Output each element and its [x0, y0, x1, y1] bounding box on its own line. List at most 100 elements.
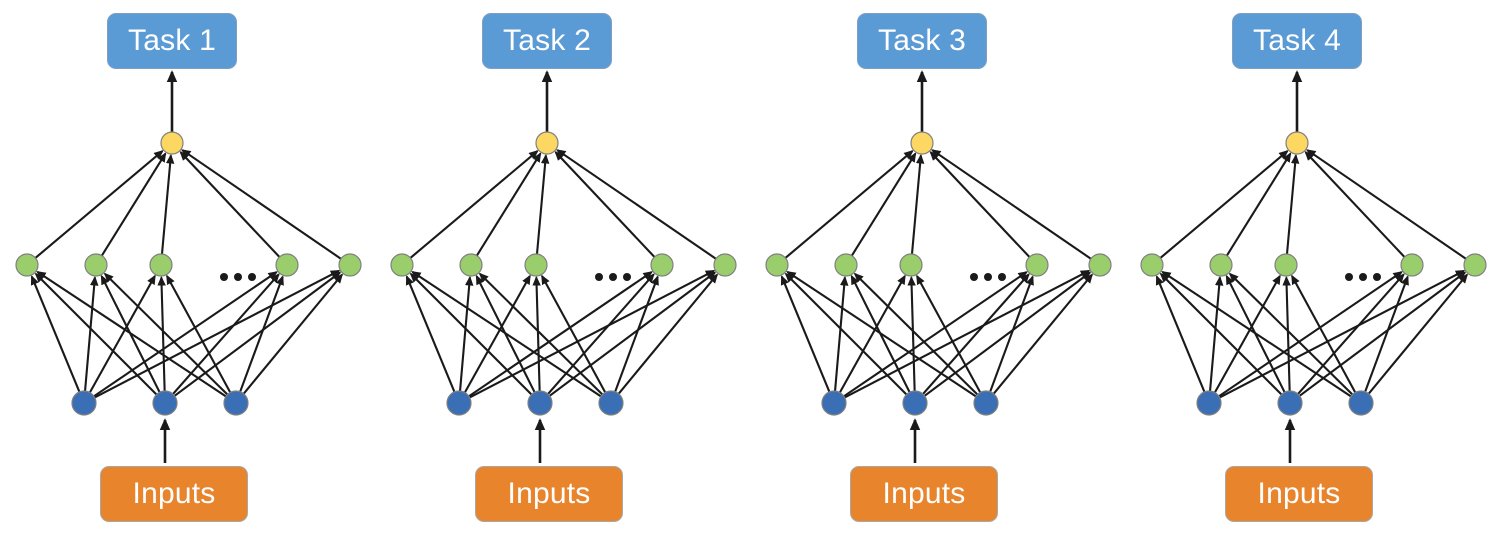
edge-hidden4-output	[1306, 149, 1468, 261]
input-node-2[interactable]	[902, 390, 928, 416]
edge-hidden0-output	[1158, 150, 1289, 260]
edge-input1-hidden4	[923, 271, 1092, 398]
ellipsis-dot-1	[220, 273, 228, 281]
hidden-node-4[interactable]	[275, 253, 299, 277]
edge-hidden0-output	[33, 150, 164, 260]
hidden-node-2[interactable]	[459, 253, 483, 277]
hidden-node-2[interactable]	[1209, 253, 1233, 277]
edge-input2-hidden1	[853, 272, 979, 397]
edge-hidden0-output	[408, 150, 539, 260]
output-node[interactable]	[535, 131, 559, 155]
hidden-node-5[interactable]	[713, 253, 737, 277]
edge-input2-hidden0	[1161, 271, 1353, 398]
hidden-node-1[interactable]	[390, 253, 414, 277]
edge-input0-hidden0	[30, 275, 81, 394]
output-node[interactable]	[1285, 131, 1309, 155]
hidden-node-1[interactable]	[1140, 253, 1164, 277]
input-node-2[interactable]	[1277, 390, 1303, 416]
task-network-panel: Task 3 Inputs	[750, 0, 1125, 538]
ellipsis-dot-1	[1345, 273, 1353, 281]
edge-input2-hidden2	[541, 274, 607, 394]
edge-input1-hidden0	[409, 272, 533, 396]
edge-input1-hidden2	[1282, 275, 1291, 393]
task-output-box[interactable]: Task 2	[482, 13, 612, 69]
edge-input0-hidden0	[405, 275, 456, 394]
edge-input2-hidden0	[36, 271, 228, 398]
hidden-node-2[interactable]	[834, 253, 858, 277]
hidden-node-4[interactable]	[1025, 253, 1049, 277]
edge-input2-hidden4	[617, 273, 719, 396]
hidden-layer-ellipsis	[1345, 273, 1381, 281]
edge-input2-hidden3	[613, 275, 659, 394]
edge-input2-hidden3	[238, 275, 284, 394]
task-network-panel: Task 1 Inputs	[0, 0, 375, 538]
hidden-node-5[interactable]	[338, 253, 362, 277]
inputs-box[interactable]: Inputs	[850, 466, 998, 522]
edge-layer	[1155, 149, 1469, 399]
inputs-box[interactable]: Inputs	[100, 466, 248, 522]
hidden-node-4[interactable]	[1400, 253, 1424, 277]
hidden-node-2[interactable]	[84, 253, 108, 277]
hidden-node-4[interactable]	[650, 253, 674, 277]
input-node-1[interactable]	[821, 390, 847, 416]
edge-hidden4-output	[931, 149, 1093, 261]
hidden-node-5[interactable]	[1463, 253, 1487, 277]
edge-input0-hidden1	[833, 275, 849, 393]
hidden-layer-ellipsis	[220, 273, 256, 281]
input-node-3[interactable]	[973, 390, 999, 416]
edge-layer	[780, 149, 1094, 399]
edge-input0-hidden3	[467, 271, 653, 398]
edge-input1-hidden4	[173, 271, 342, 398]
inputs-box[interactable]: Inputs	[1225, 466, 1373, 522]
hidden-node-1[interactable]	[15, 253, 39, 277]
edge-hidden2-output	[1285, 153, 1300, 256]
input-node-2[interactable]	[152, 390, 178, 416]
edge-input2-hidden2	[1291, 274, 1357, 394]
inputs-box[interactable]: Inputs	[475, 466, 623, 522]
hidden-node-3[interactable]	[524, 253, 548, 277]
input-node-3[interactable]	[598, 390, 624, 416]
edge-input2-hidden1	[103, 272, 229, 397]
edge-layer	[405, 149, 719, 399]
task-output-box[interactable]: Task 1	[107, 13, 237, 69]
input-node-1[interactable]	[71, 390, 97, 416]
hidden-node-3[interactable]	[149, 253, 173, 277]
edge-hidden2-output	[160, 153, 175, 256]
hidden-node-5[interactable]	[1088, 253, 1112, 277]
task-output-box[interactable]: Task 4	[1232, 13, 1362, 69]
input-node-1[interactable]	[1196, 390, 1222, 416]
input-node-2[interactable]	[527, 390, 553, 416]
hidden-node-1[interactable]	[765, 253, 789, 277]
hidden-node-3[interactable]	[899, 253, 923, 277]
node-layer	[15, 131, 362, 416]
ellipsis-dot-3	[998, 273, 1006, 281]
input-node-3[interactable]	[1348, 390, 1374, 416]
ellipsis-dot-3	[1373, 273, 1381, 281]
input-node-1[interactable]	[446, 390, 472, 416]
edge-hidden1-output	[1225, 152, 1292, 258]
edge-input1-hidden4	[1298, 271, 1467, 398]
edge-hidden0-output	[783, 150, 914, 260]
edge-input1-hidden2	[907, 275, 916, 393]
output-node[interactable]	[160, 131, 184, 155]
edge-input1-hidden2	[157, 275, 166, 393]
edge-input0-hidden3	[1217, 271, 1403, 398]
output-node[interactable]	[910, 131, 934, 155]
hidden-node-3[interactable]	[1274, 253, 1298, 277]
edge-hidden1-output	[475, 152, 542, 258]
input-node-3[interactable]	[223, 390, 249, 416]
node-layer	[390, 131, 737, 416]
edge-input1-hidden3	[171, 273, 280, 396]
edge-input0-hidden4	[468, 269, 716, 399]
edge-input0-hidden1	[83, 275, 99, 393]
edge-input1-hidden0	[34, 272, 158, 396]
edge-input2-hidden3	[988, 275, 1034, 394]
edge-hidden3-output	[929, 150, 1031, 259]
edge-input1-hidden2	[532, 275, 541, 393]
node-layer	[765, 131, 1112, 416]
edge-hidden3-output	[1304, 150, 1406, 259]
ellipsis-dot-2	[984, 273, 992, 281]
edge-input0-hidden3	[92, 271, 278, 398]
task-output-box[interactable]: Task 3	[857, 13, 987, 69]
